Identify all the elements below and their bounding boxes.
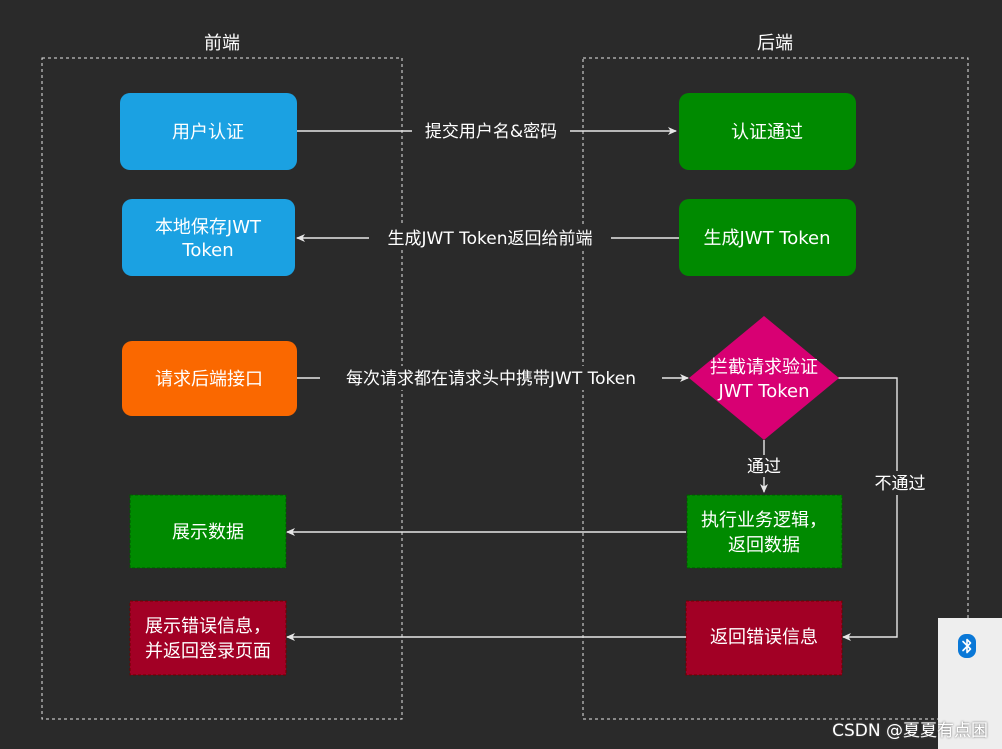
node-save-jwt-line1: 本地保存JWT bbox=[155, 217, 262, 238]
node-user-auth[interactable]: 用户认证 bbox=[120, 93, 297, 170]
edge-fail: 不通过 bbox=[838, 377, 932, 641]
node-intercept-line1: 拦截请求验证 bbox=[710, 357, 818, 378]
edge-label-return-token: 生成JWT Token返回给前端 bbox=[388, 229, 593, 249]
backend-title: 后端 bbox=[757, 33, 793, 54]
node-show-data[interactable]: 展示数据 bbox=[129, 494, 287, 569]
node-user-auth-label: 用户认证 bbox=[172, 122, 244, 143]
edge-submit: 提交用户名&密码 bbox=[297, 119, 677, 143]
backend-frame bbox=[582, 57, 969, 720]
node-return-error-label: 返回错误信息 bbox=[710, 627, 818, 648]
edge-label-pass: 通过 bbox=[747, 457, 781, 477]
node-return-error[interactable]: 返回错误信息 bbox=[685, 600, 843, 676]
node-save-jwt-line2: Token bbox=[181, 240, 233, 261]
edge-label-fail: 不通过 bbox=[875, 474, 926, 494]
node-exec-logic[interactable]: 执行业务逻辑， 返回数据 bbox=[686, 494, 843, 569]
node-gen-jwt-label: 生成JWT Token bbox=[703, 228, 830, 249]
node-request-api-label: 请求后端接口 bbox=[155, 369, 263, 390]
watermark: CSDN @夏夏有点困 bbox=[832, 721, 988, 741]
node-intercept[interactable]: 拦截请求验证 JWT Token bbox=[689, 316, 839, 440]
node-show-data-label: 展示数据 bbox=[172, 522, 244, 543]
edge-label-carry-token: 每次请求都在请求头中携带JWT Token bbox=[346, 369, 636, 389]
node-show-error[interactable]: 展示错误信息， 并返回登录页面 bbox=[129, 600, 287, 676]
node-request-api[interactable]: 请求后端接口 bbox=[122, 341, 297, 416]
edge-pass: 通过 bbox=[742, 440, 786, 493]
node-exec-logic-line2: 返回数据 bbox=[728, 535, 800, 556]
frontend-title: 前端 bbox=[204, 33, 240, 54]
edge-label-submit: 提交用户名&密码 bbox=[425, 122, 557, 142]
node-exec-logic-line1: 执行业务逻辑， bbox=[701, 510, 827, 531]
node-auth-pass-label: 认证通过 bbox=[731, 122, 803, 143]
node-gen-jwt[interactable]: 生成JWT Token bbox=[679, 199, 856, 276]
node-intercept-line2: JWT Token bbox=[717, 381, 809, 402]
node-save-jwt[interactable]: 本地保存JWT Token bbox=[122, 199, 295, 276]
node-show-error-line2: 并返回登录页面 bbox=[145, 641, 271, 662]
edge-carry-token: 每次请求都在请求头中携带JWT Token bbox=[297, 366, 689, 390]
node-show-error-line1: 展示错误信息， bbox=[145, 616, 271, 637]
edge-return-token: 生成JWT Token返回给前端 bbox=[296, 226, 679, 250]
node-auth-pass[interactable]: 认证通过 bbox=[679, 93, 856, 170]
bluetooth-icon[interactable] bbox=[958, 634, 976, 658]
